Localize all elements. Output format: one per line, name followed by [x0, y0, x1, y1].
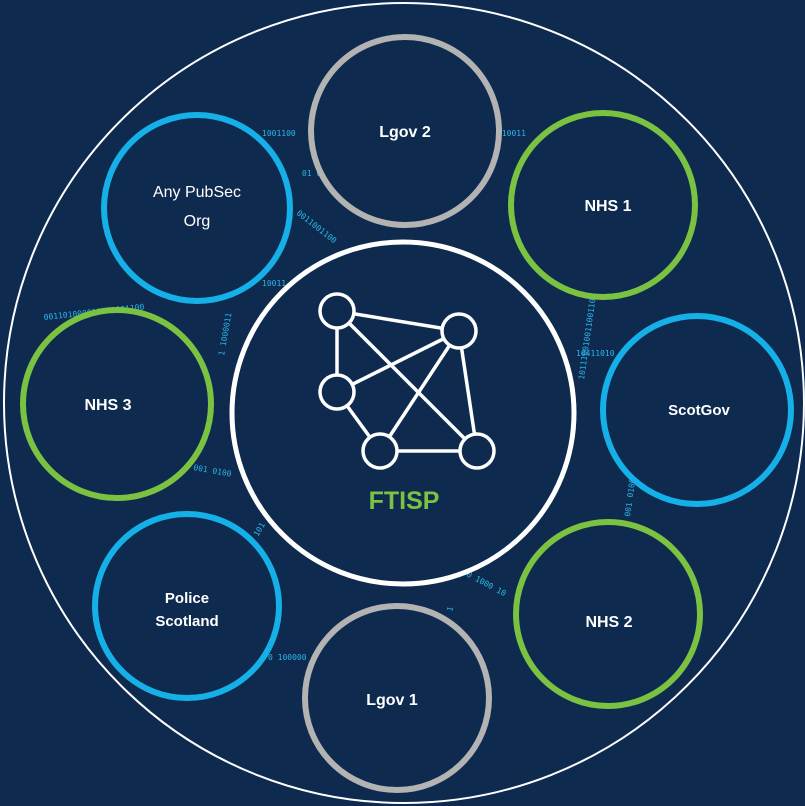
node-label: NHS 2 — [585, 614, 632, 631]
node-lgov1: Lgov 1 — [302, 603, 492, 793]
node-ring — [508, 110, 698, 300]
node-label: Lgov 2 — [379, 124, 431, 141]
binary-text: 010011 — [497, 129, 526, 138]
node-lgov2: Lgov 2 — [308, 34, 502, 228]
binary-text: 10411010 — [576, 349, 615, 358]
node-label-line1: Any PubSec — [153, 184, 241, 201]
network-graph-icon — [318, 292, 496, 470]
node-ring — [101, 112, 293, 304]
node-label-line2: Scotland — [155, 613, 218, 630]
node-any-pubsec-org: Any PubSec Org — [101, 112, 293, 304]
binary-text: 01 0 — [302, 169, 321, 178]
node-nhs2: NHS 2 — [513, 519, 703, 709]
hub: FTISP — [229, 239, 577, 587]
node-nhs3: NHS 3 — [20, 307, 214, 501]
node-label: NHS 1 — [584, 198, 631, 215]
node-nhs1: NHS 1 — [508, 110, 698, 300]
node-police-scotland: Police Scotland — [92, 511, 282, 701]
binary-text: 0 100000 — [268, 653, 307, 662]
node-label: NHS 3 — [84, 397, 131, 414]
node-ring — [20, 307, 214, 501]
outer-boundary-circle — [3, 2, 805, 804]
node-ring — [308, 34, 502, 228]
binary-text: 1001100 — [262, 129, 296, 138]
binary-text: 10011 — [262, 279, 286, 288]
node-label: ScotGov — [668, 402, 730, 419]
node-label: Lgov 1 — [366, 692, 418, 709]
node-ring — [92, 511, 282, 701]
node-ring — [600, 313, 794, 507]
node-label-line2: Org — [184, 213, 211, 230]
binary-text: 1 — [445, 605, 455, 612]
node-ring — [513, 519, 703, 709]
node-ring — [302, 603, 492, 793]
hub-label: FTISP — [369, 487, 440, 515]
node-scotgov: ScotGov — [600, 313, 794, 507]
node-label-line1: Police — [165, 590, 209, 607]
